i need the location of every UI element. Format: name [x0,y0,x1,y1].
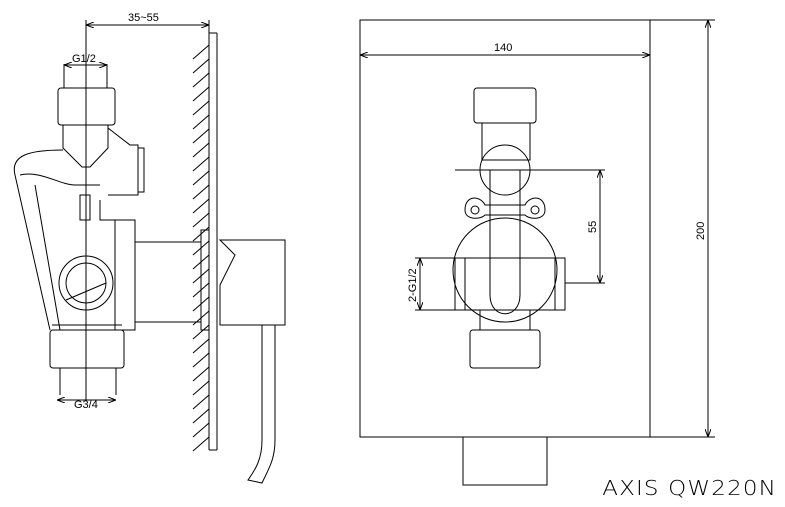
hatch-line [192,352,210,368]
hatch-line [192,170,210,186]
hatch-line [192,422,210,438]
hatch-line [192,394,210,410]
spacing-dimension: 55 [587,221,599,233]
hatch-line [192,86,210,102]
hatch-line [192,128,210,144]
cover-plate [359,19,651,438]
model-label: AXIS QW220N [602,476,777,500]
hatch-line [192,58,210,74]
depth-dimension: 35~55 [128,12,159,24]
hatch-line [192,366,210,382]
front-view: 140 200 55 2-G1/2 [359,19,715,486]
hatch-line [192,408,210,424]
side-thread-dimension: 2-G1/2 [407,268,419,302]
side-view: 35~55 G1/2 G3/4 [13,12,286,484]
hatch-line [192,114,210,130]
hatch-line [192,324,210,340]
hatch-line [192,100,210,116]
hatch-line [192,156,210,172]
hatch-line [192,184,210,200]
hatch-line [192,338,210,354]
hatch-line [192,198,210,214]
hatch-line [192,212,210,228]
bottom-thread-dimension: G3/4 [74,399,98,411]
top-thread-dimension: G1/2 [72,53,96,65]
hatch-line [192,44,210,60]
hatch-line [192,72,210,88]
hatch-line [192,436,210,452]
hatch-line [192,380,210,396]
hatch-line [192,142,210,158]
width-dimension: 140 [494,42,512,54]
height-dimension: 200 [695,222,707,240]
